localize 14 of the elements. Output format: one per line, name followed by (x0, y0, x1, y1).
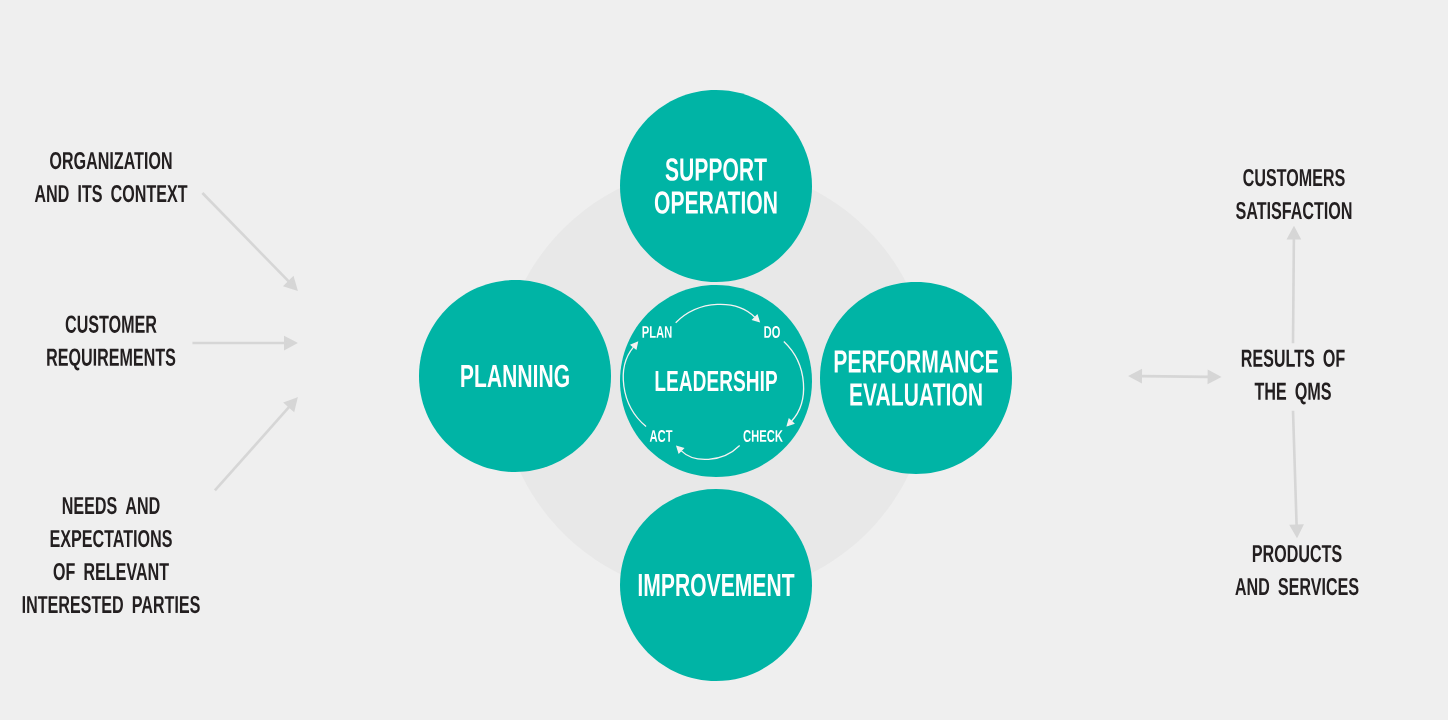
output-label: CUSTOMERS SATISFACTION (1236, 168, 1352, 220)
cycle-step-label: DO (764, 326, 780, 338)
cycle-step-label: PLAN (642, 326, 672, 338)
result-label: RESULTS OF THE QMS (1241, 349, 1345, 405)
cycle-arrow (622, 341, 647, 428)
output-label: PRODUCTS AND SERVICES (1235, 544, 1359, 596)
arrow (213, 397, 298, 492)
cycle-step-label: CHECK (743, 430, 783, 442)
arrow (201, 192, 298, 291)
cycle-arrow (783, 340, 805, 427)
input-label: NEEDS AND EXPECTATIONS OF RELEVANT INTERESTED PARTIES (22, 496, 200, 614)
input-label: CUSTOMER REQUIREMENTS (47, 315, 176, 371)
input-label: ORGANIZATION AND ITS CONTEXT (34, 151, 188, 203)
cycle-step-label: ACT (649, 430, 673, 442)
